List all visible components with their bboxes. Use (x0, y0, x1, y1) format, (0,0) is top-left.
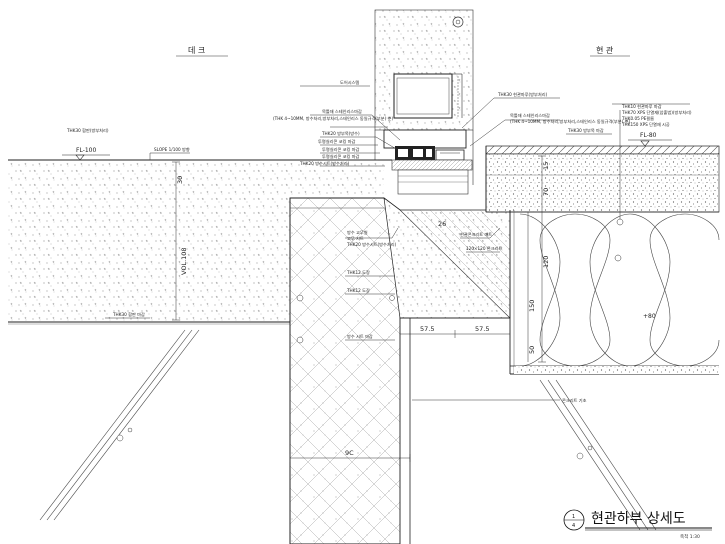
dim-9c: 9C (345, 449, 354, 457)
floor-screed (485, 153, 720, 213)
room-right: 현 관 (596, 45, 614, 55)
title-text: 현관하부 상세도 (591, 511, 686, 527)
dim-120: 120 (542, 256, 550, 268)
dim-575b: 57.5 (475, 325, 489, 333)
note-insul: 현관콘크리트 매트 (460, 231, 492, 238)
dim-150: 150 (528, 300, 536, 312)
note-floor-1: THK10 현관마루 마감 (621, 103, 662, 110)
level-left: FL-100 (76, 147, 96, 154)
note-sill-a: 목틀재 스테인리스마감 (322, 108, 362, 115)
note-deck-slope: SLOPE 1/100 방향 (154, 146, 190, 152)
floor-deck-boards (485, 145, 720, 155)
dim-26: 26 (438, 220, 446, 228)
dim-30: 30 (176, 176, 184, 184)
note-wall-1: 방수 고무씰 (347, 229, 368, 236)
note-floor-3: THK0.05 PE필름 (621, 115, 654, 121)
threshold-block (383, 197, 511, 319)
title-bubble-top: 1 (572, 514, 575, 520)
dim-70: 70 (542, 188, 550, 196)
note-right-b: (THK 4~10MM, 방수처리,방부처리,스테인리스 동일규격(부분) 뿐) (510, 118, 630, 125)
door-leaf (393, 73, 453, 119)
dim-575a: 57.5 (420, 325, 434, 333)
note-right-a: 목틀재 스테인리스마감 (510, 112, 550, 119)
note-wall-6: 방수 시트 마감 (347, 333, 373, 340)
sill-frame (383, 129, 467, 149)
note-floor-4: THK150 XPS 단열재 시공 (621, 121, 670, 128)
note-seal-2: 투명실리콘 코킹 마감 (318, 138, 355, 145)
note-seal-4: 투명실리콘 코킹 마감 (322, 153, 359, 160)
title-bubble-bottom: 4 (572, 523, 575, 529)
insulation-loops (519, 213, 720, 367)
note-floor-2: THK70 XPS 단열재(압출법)(방부처리) (621, 109, 692, 116)
ground-stripes-left (39, 329, 200, 521)
title-scale: 축척 1:30 (680, 533, 700, 540)
note-seal-5: THK20 방수시트(방수처리) (299, 160, 350, 167)
note-seal-1: THK20 방부목(방수) (321, 130, 360, 137)
note-door-right: THK30 현관마루(방부처리) (497, 91, 548, 98)
note-wall-2: 고무 시트 (347, 236, 364, 242)
note-bottom-right: 콘크리트 기초 (562, 397, 587, 404)
note-wall-4: THK12 도장 (346, 269, 370, 275)
note-deck-ground: THK30 합판 마감 (112, 311, 145, 318)
title-block: 1 4 현관하부 상세도 축척 1:30 (563, 509, 712, 540)
room-left: 데 크 (188, 46, 205, 55)
note-plus-80: +80 (643, 313, 656, 320)
note-insul2: 120×120 콘크리트 (466, 245, 502, 252)
level-right: FL-80 (640, 132, 657, 139)
ground-stripes-right (539, 379, 657, 531)
note-right-c: THK30 방부목 마감 (567, 127, 604, 134)
note-top-door: 도어시스템 (340, 79, 359, 86)
dim-vol: VOL.108 (180, 247, 188, 275)
door-marker (452, 16, 464, 28)
note-deck-finish: THK30 합판(방부처리) (66, 127, 109, 134)
dim-50: 50 (528, 346, 536, 354)
note-wall-5: THK12 도장 (346, 287, 370, 293)
note-wall-3: THK20 방수시트(방수처리) (346, 241, 397, 248)
note-sill-b: (THK 4~10MM, 방수처리,방부처리,스테인리스 동일규격(부분) 뿐) (273, 115, 393, 122)
concrete-foundation (289, 197, 401, 544)
dim-15: 15 (542, 162, 550, 170)
note-seal-3: 투명실리콘 코킹 마감 (322, 146, 359, 153)
